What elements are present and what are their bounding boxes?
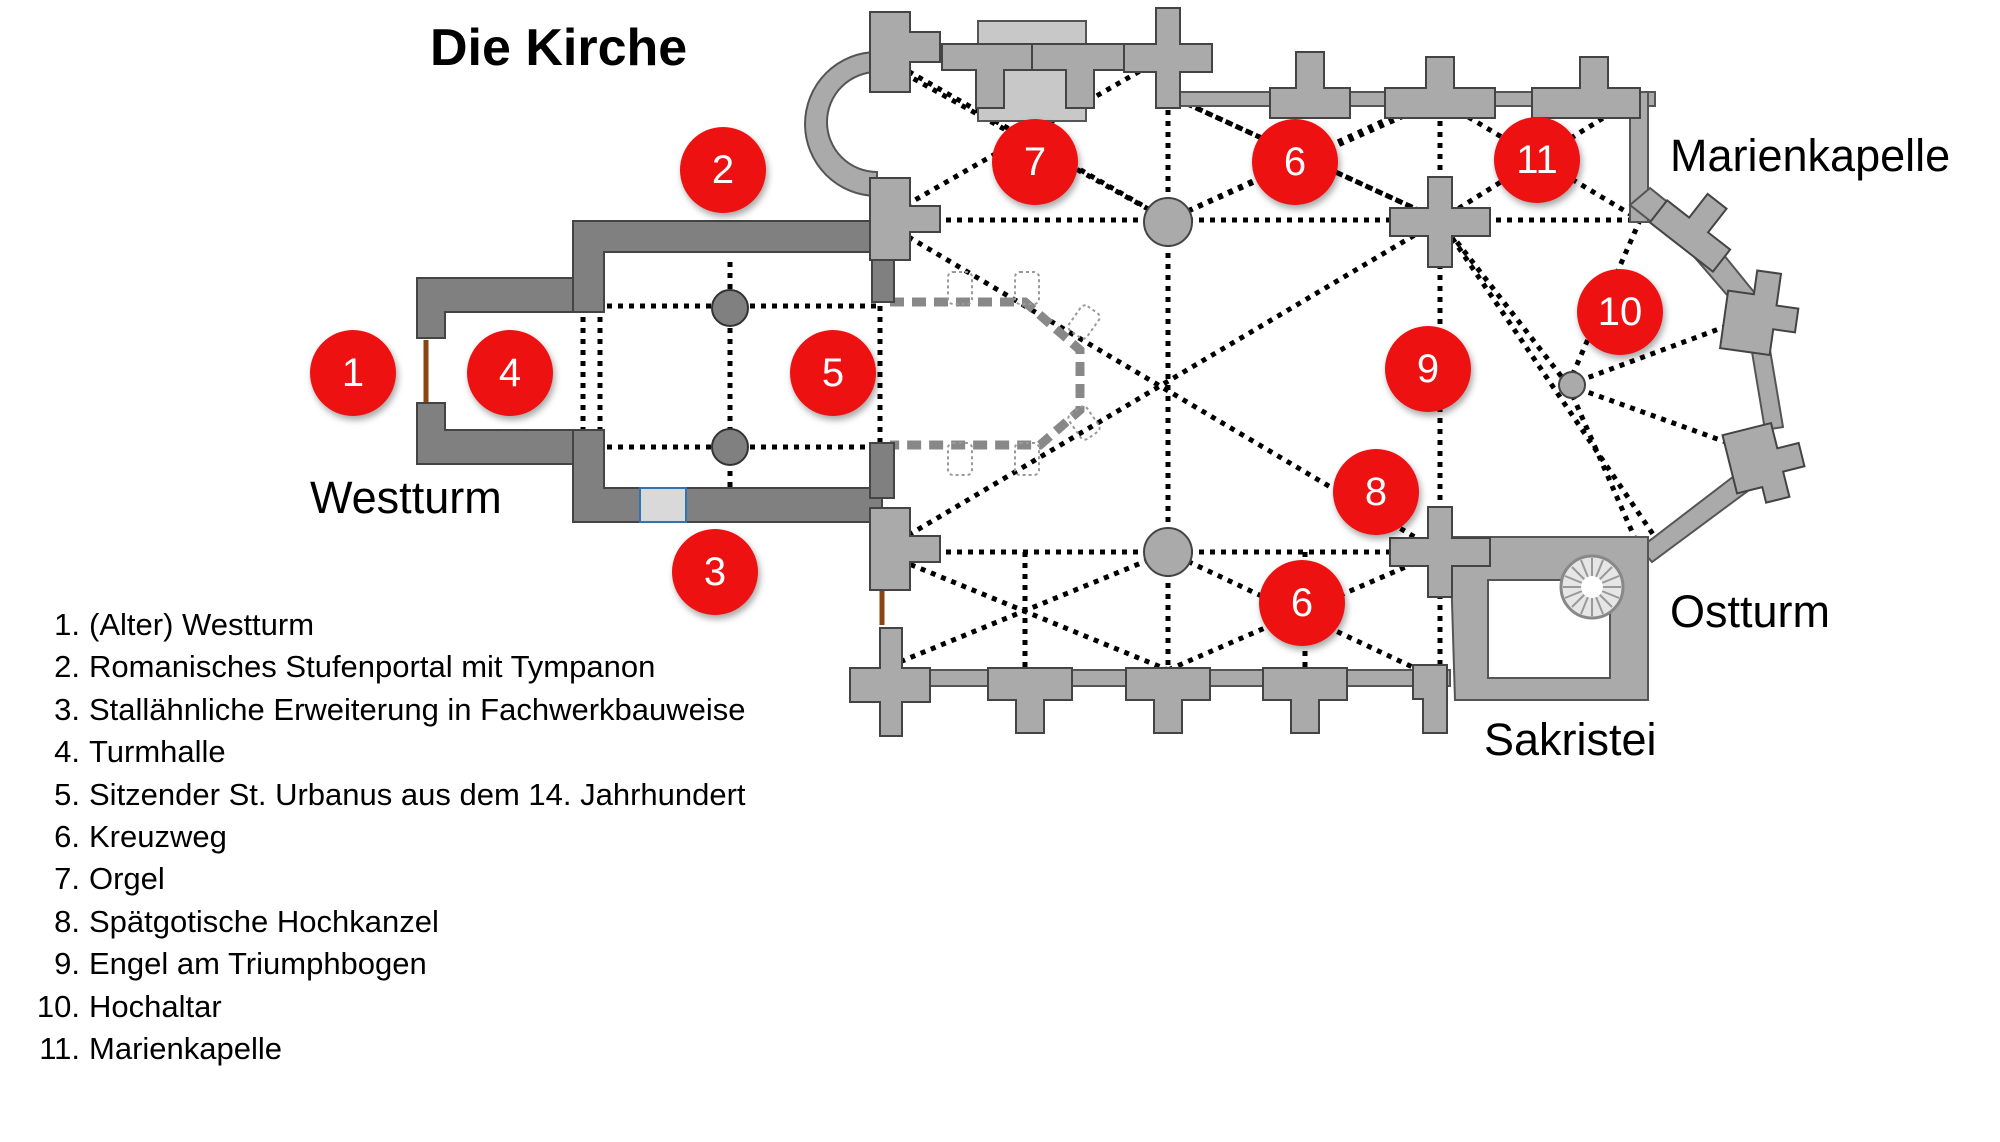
legend-number: 1. (54, 607, 80, 642)
legend-item: 6.Kreuzweg (24, 816, 746, 858)
legend-text: Spätgotische Hochkanzel (89, 903, 439, 939)
legend-number: 4. (54, 734, 80, 770)
extension-window (639, 487, 687, 523)
legend-number: 3. (54, 691, 80, 727)
legend-text: Engel am Triumphbogen (89, 946, 427, 982)
legend-text: Kreuzweg (89, 819, 227, 855)
legend-item: 2.Romanisches Stufenportal mit Tympanon (24, 646, 746, 688)
legend-item: 8.Spätgotische Hochkanzel (24, 901, 746, 943)
legend-number: 10. (36, 988, 80, 1024)
legend-text: Turmhalle (89, 734, 226, 770)
legend-item: 10.Hochaltar (24, 986, 746, 1028)
columns (711, 289, 749, 466)
legend-number: 5. (54, 776, 80, 812)
label-ostturm: Ostturm (1670, 586, 1831, 637)
legend-text: Marienkapelle (89, 1031, 282, 1067)
former-piers (947, 271, 1101, 476)
legend-number: 2. (54, 649, 80, 685)
legend-number: 6. (54, 819, 80, 855)
marker-10: 10 (1577, 269, 1663, 355)
crossing-columns (1143, 197, 1586, 577)
legend-item: 1. (Alter) Westturm (24, 604, 746, 646)
legend-text: Stallähnliche Erweiterung in Fachwerkbau… (89, 691, 746, 727)
legend-item: 7.Orgel (24, 858, 746, 900)
legend-item: 5.Sitzender St. Urbanus aus dem 14. Jahr… (24, 774, 746, 816)
marker-8: 8 (1333, 449, 1419, 535)
legend-text: Hochaltar (89, 988, 222, 1024)
legend-number: 11. (39, 1031, 80, 1067)
page-title: Die Kirche (430, 19, 688, 77)
legend-text: (Alter) Westturm (89, 607, 315, 642)
marker-2: 2 (680, 127, 766, 213)
marker-7: 7 (992, 119, 1078, 205)
marker-9: 9 (1385, 326, 1471, 412)
marker-5: 5 (790, 330, 876, 416)
marker-6-south: 6 (1259, 560, 1345, 646)
legend-number: 8. (54, 903, 80, 939)
piers (849, 7, 1806, 737)
legend-list: 1. (Alter) Westturm 2.Romanisches Stufenp… (24, 604, 746, 1070)
marker-11: 11 (1494, 117, 1580, 203)
legend-number: 7. (54, 861, 80, 897)
legend-item: 9.Engel am Triumphbogen (24, 943, 746, 985)
legend-text: Sitzender St. Urbanus aus dem 14. Jahrhu… (89, 776, 746, 812)
legend-item: 4.Turmhalle (24, 731, 746, 773)
marker-3: 3 (672, 529, 758, 615)
label-sakristei: Sakristei (1484, 714, 1657, 765)
label-westturm: Westturm (310, 472, 502, 523)
marker-1: 1 (310, 330, 396, 416)
marker-4: 4 (467, 330, 553, 416)
marker-6-north: 6 (1252, 119, 1338, 205)
legend-item: 11.Marienkapelle (24, 1028, 746, 1070)
legend-text: Romanisches Stufenportal mit Tympanon (89, 649, 656, 685)
former-outline (890, 297, 1085, 450)
spiral-staircase (1559, 554, 1625, 620)
legend-text: Orgel (89, 861, 165, 897)
label-marienkapelle: Marienkapelle (1670, 130, 1951, 181)
legend-item: 3.Stallähnliche Erweiterung in Fachwerkb… (24, 689, 746, 731)
legend-number: 9. (54, 946, 80, 982)
